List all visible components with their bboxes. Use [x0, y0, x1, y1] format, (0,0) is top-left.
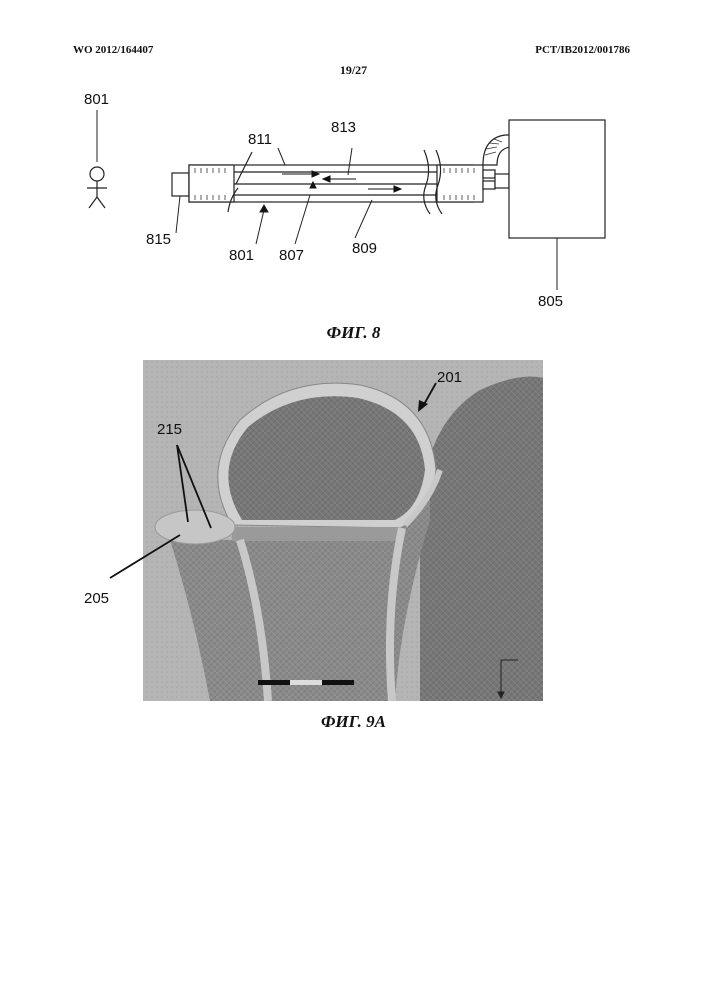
scale-bar-segment-1: [258, 680, 290, 685]
neck-band: [232, 527, 402, 541]
label-205: 205: [84, 590, 109, 607]
ring-205: [155, 510, 235, 544]
figure-9a-caption: ФИГ. 9А: [0, 712, 707, 732]
label-201: 201: [437, 369, 462, 386]
label-215: 215: [157, 421, 182, 438]
scale-bar-segment-3: [322, 680, 354, 685]
scale-bar-segment-2: [290, 680, 322, 685]
fig9a-rendered-image: [143, 360, 543, 701]
